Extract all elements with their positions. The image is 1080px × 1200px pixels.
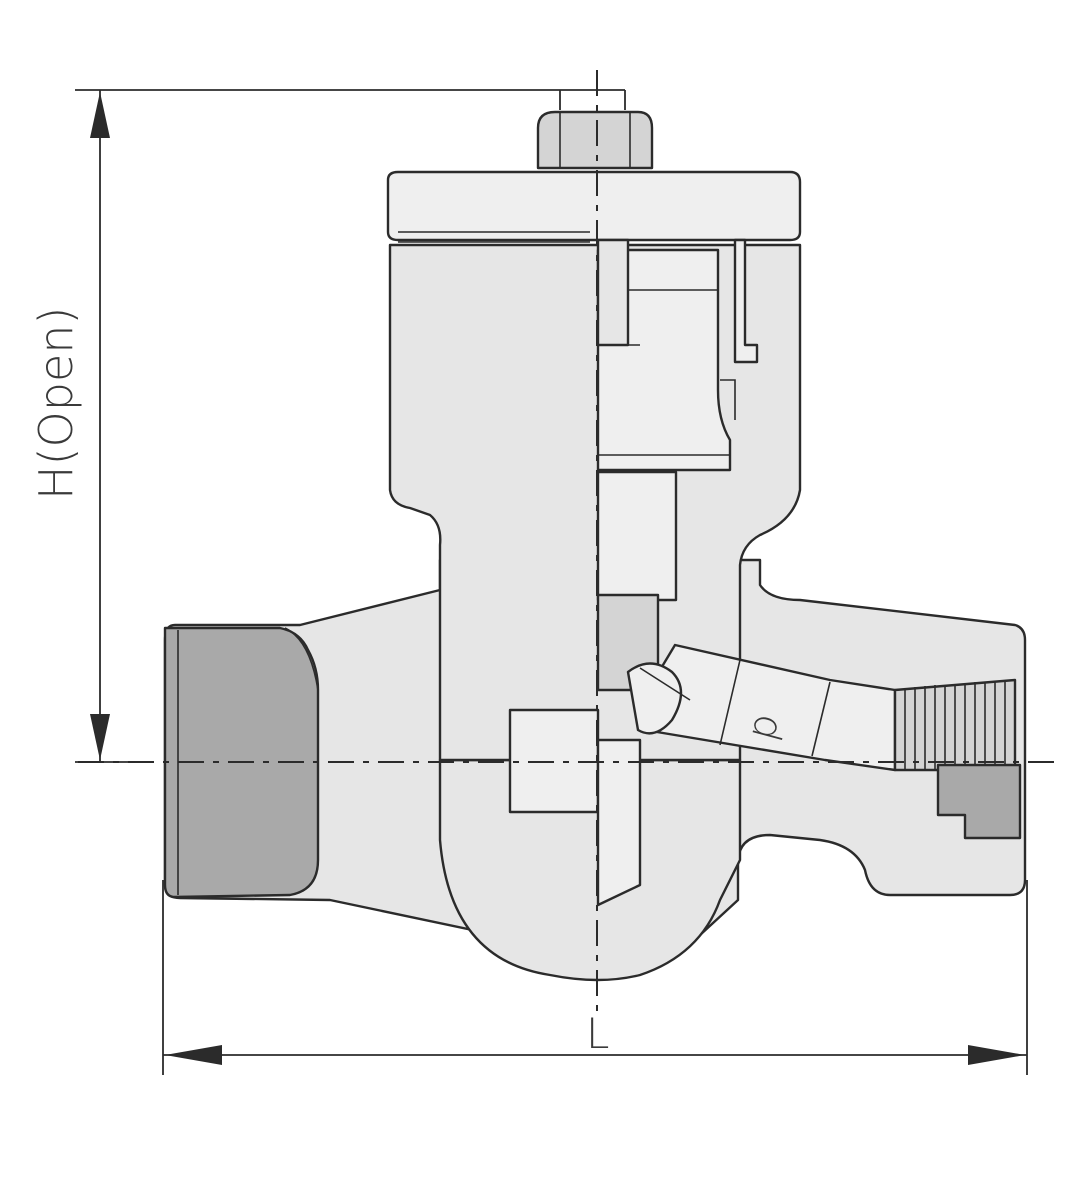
thread-lines — [904, 681, 1006, 770]
center-lines — [78, 70, 1060, 1015]
bonnet-cap — [386, 170, 802, 243]
height-dimension: H(Open) — [29, 89, 626, 763]
arrow-left-icon — [165, 1045, 222, 1065]
top-nut — [536, 110, 654, 170]
arrow-down-icon — [90, 714, 110, 760]
arrow-up-icon — [90, 92, 110, 138]
length-dimension: L — [162, 880, 1028, 1075]
length-label: L — [586, 1009, 609, 1058]
arrow-right-icon — [968, 1045, 1025, 1065]
height-label: H(Open) — [29, 307, 83, 500]
side-plug — [626, 643, 1022, 840]
